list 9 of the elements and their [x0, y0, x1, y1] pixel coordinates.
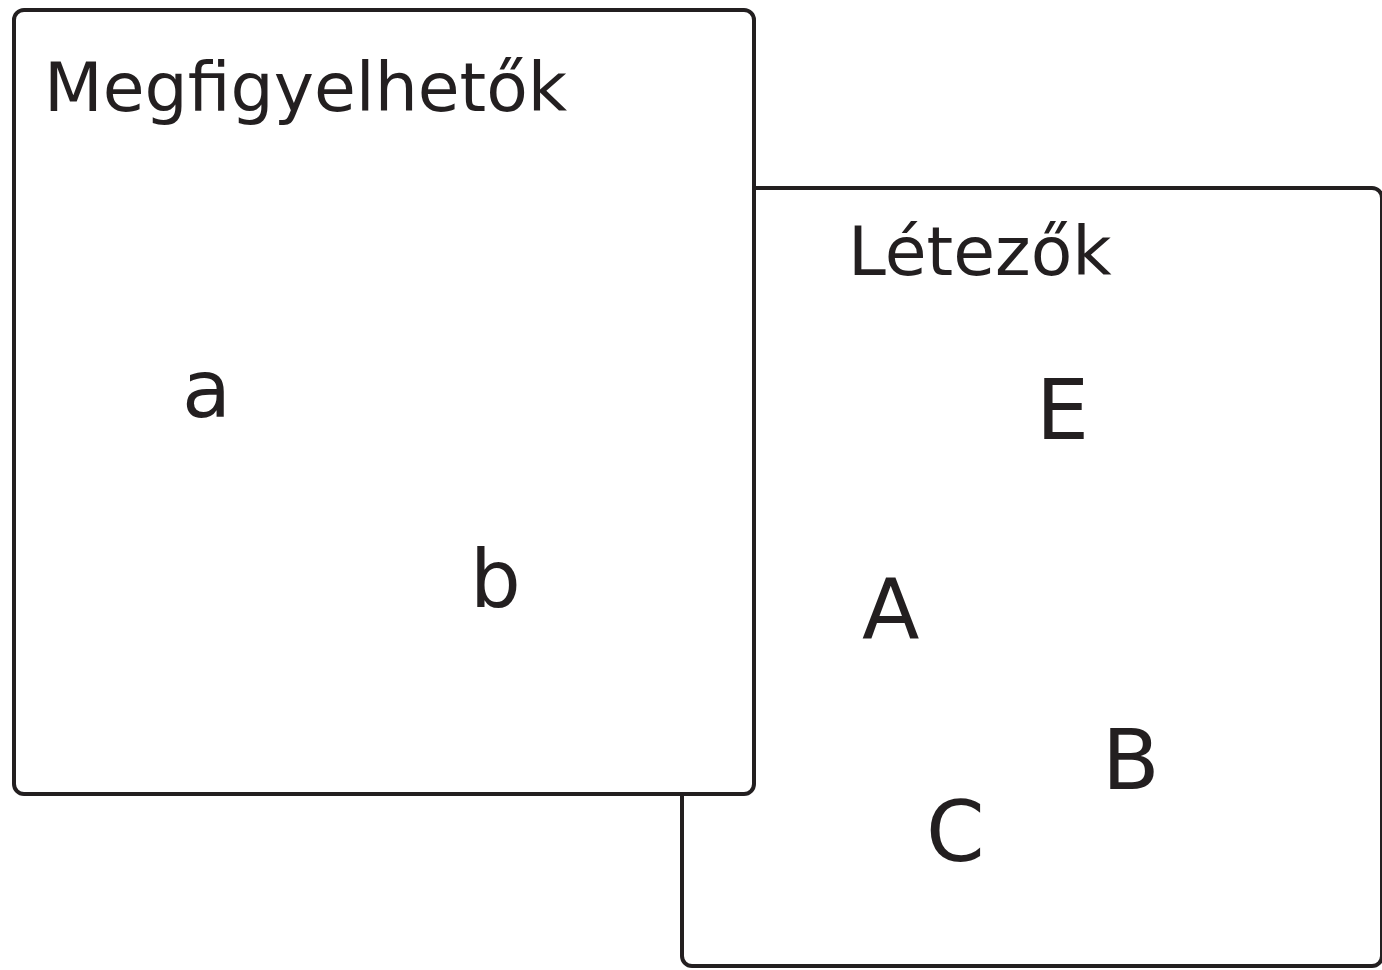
element-label: E — [1036, 368, 1090, 452]
element-label: A — [862, 568, 920, 652]
set-box — [680, 186, 1382, 968]
set-box — [12, 8, 756, 796]
element-label: a — [182, 350, 232, 430]
element-label: b — [470, 540, 521, 620]
set-title: Létezők — [848, 218, 1112, 286]
element-label: C — [926, 790, 985, 874]
element-label: B — [1102, 718, 1160, 802]
